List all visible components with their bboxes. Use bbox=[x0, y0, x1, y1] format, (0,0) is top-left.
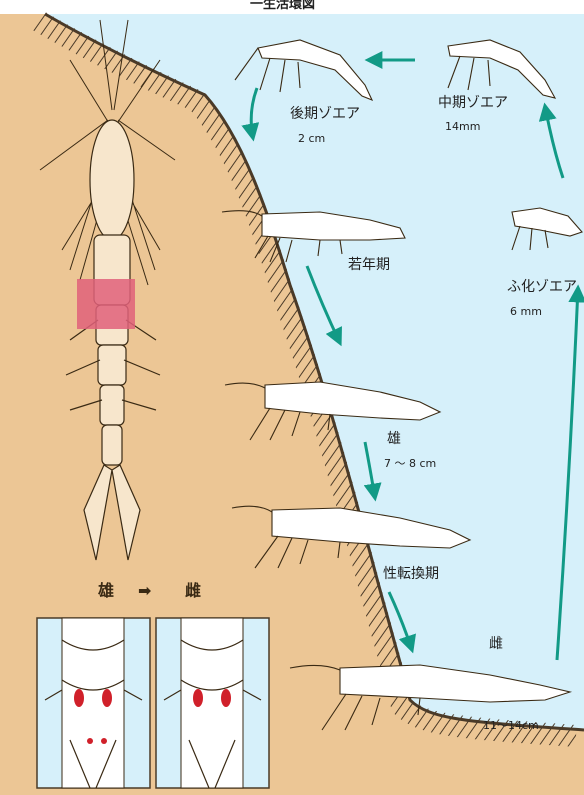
inset-to-label: 雌 bbox=[185, 583, 201, 599]
highlight-box bbox=[77, 279, 135, 329]
post-zoea-label: 後期ゾエア bbox=[290, 107, 360, 121]
inset-from-label: 雄 bbox=[98, 583, 114, 599]
male-size: 7 ～ 8 cm bbox=[384, 458, 436, 469]
female-size: 11～14cm bbox=[483, 720, 539, 731]
inset-panel-male bbox=[37, 618, 150, 788]
inset-arrow-icon: ➡ bbox=[138, 583, 151, 599]
hatch-zoea-label: ふ化ゾエア bbox=[507, 280, 577, 294]
male-label: 雄 bbox=[387, 432, 401, 446]
juvenile-label: 若年期 bbox=[348, 258, 390, 272]
transition-label: 性転換期 bbox=[383, 567, 439, 581]
female-label: 雌 bbox=[489, 637, 503, 651]
diagram-title: 一生活環図 bbox=[250, 0, 315, 11]
inset-panel-female bbox=[156, 618, 269, 788]
mid-zoea-label: 中期ゾエア bbox=[438, 96, 508, 110]
post-zoea-size: 2 cm bbox=[298, 133, 325, 144]
mid-zoea-size: 14mm bbox=[445, 121, 480, 132]
hatch-zoea-size: 6 mm bbox=[510, 306, 542, 317]
